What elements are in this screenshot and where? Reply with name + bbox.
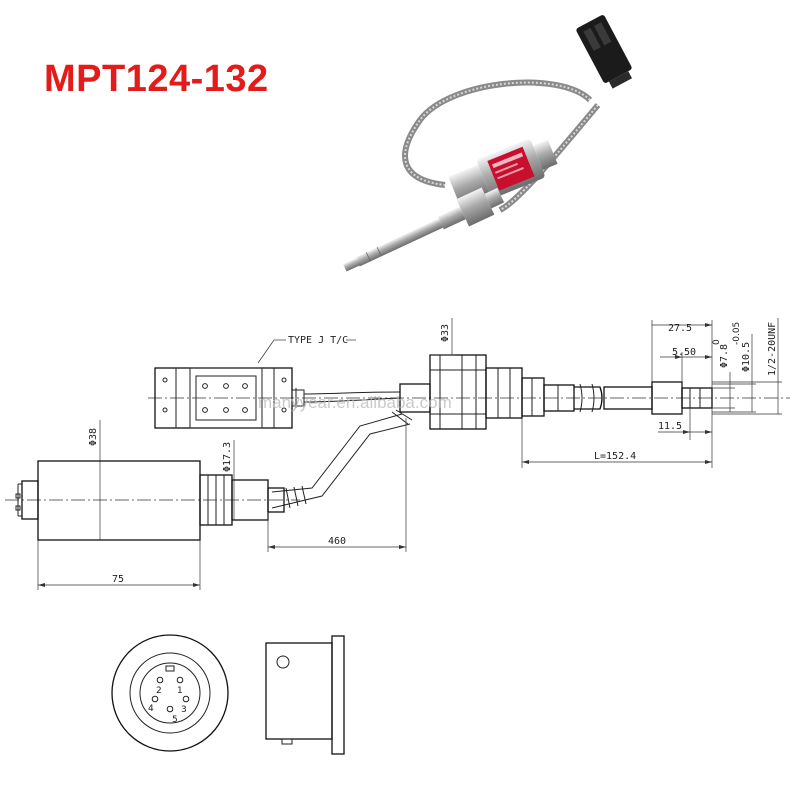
product-title: MPT124-132 xyxy=(44,58,269,100)
dim-5-50: 5.50 xyxy=(672,347,696,358)
dim-75: 75 xyxy=(112,574,124,585)
tc-connector-drawing xyxy=(154,367,305,429)
electronics-housing-drawing xyxy=(15,460,285,541)
dim-d7-8-tol-lower: -0.05 xyxy=(732,322,742,345)
dim-l-152-4: L=152.4 xyxy=(594,451,636,462)
dim-11-5: 11.5 xyxy=(658,421,682,432)
pin-label-4: 4 xyxy=(148,704,154,714)
connector-front-view: 2 1 4 3 5 xyxy=(111,634,229,752)
pin-label-1: 1 xyxy=(177,686,183,696)
transmitter-body xyxy=(448,139,558,207)
tc-plug xyxy=(576,15,633,89)
pin-label-3: 3 xyxy=(181,705,187,715)
product-photo xyxy=(343,15,633,272)
pin-label-5: 5 xyxy=(172,715,178,725)
dim-thread: 1/2-20UNF xyxy=(767,322,778,376)
connector-side-view xyxy=(265,635,345,755)
dim-d17-3: Φ17.3 xyxy=(222,442,233,472)
dim-d33: Φ33 xyxy=(440,324,451,342)
dim-d7-8: Φ7.8 xyxy=(719,344,730,368)
probe-drawing xyxy=(399,354,713,430)
dim-d7-8-tol-upper: 0 xyxy=(712,339,722,345)
dim-d10-5: Φ10.5 xyxy=(741,342,752,372)
conduit-drawing xyxy=(271,409,413,509)
dim-27-5: 27.5 xyxy=(668,323,692,334)
probe-stem xyxy=(343,187,505,272)
dim-d38: Φ38 xyxy=(88,428,99,446)
pin-label-2: 2 xyxy=(156,686,162,696)
watermark: manyyear.en.alibaba.com xyxy=(258,393,452,412)
dim-460: 460 xyxy=(328,536,346,547)
tc-type-label: TYPE J T/C xyxy=(288,335,348,346)
